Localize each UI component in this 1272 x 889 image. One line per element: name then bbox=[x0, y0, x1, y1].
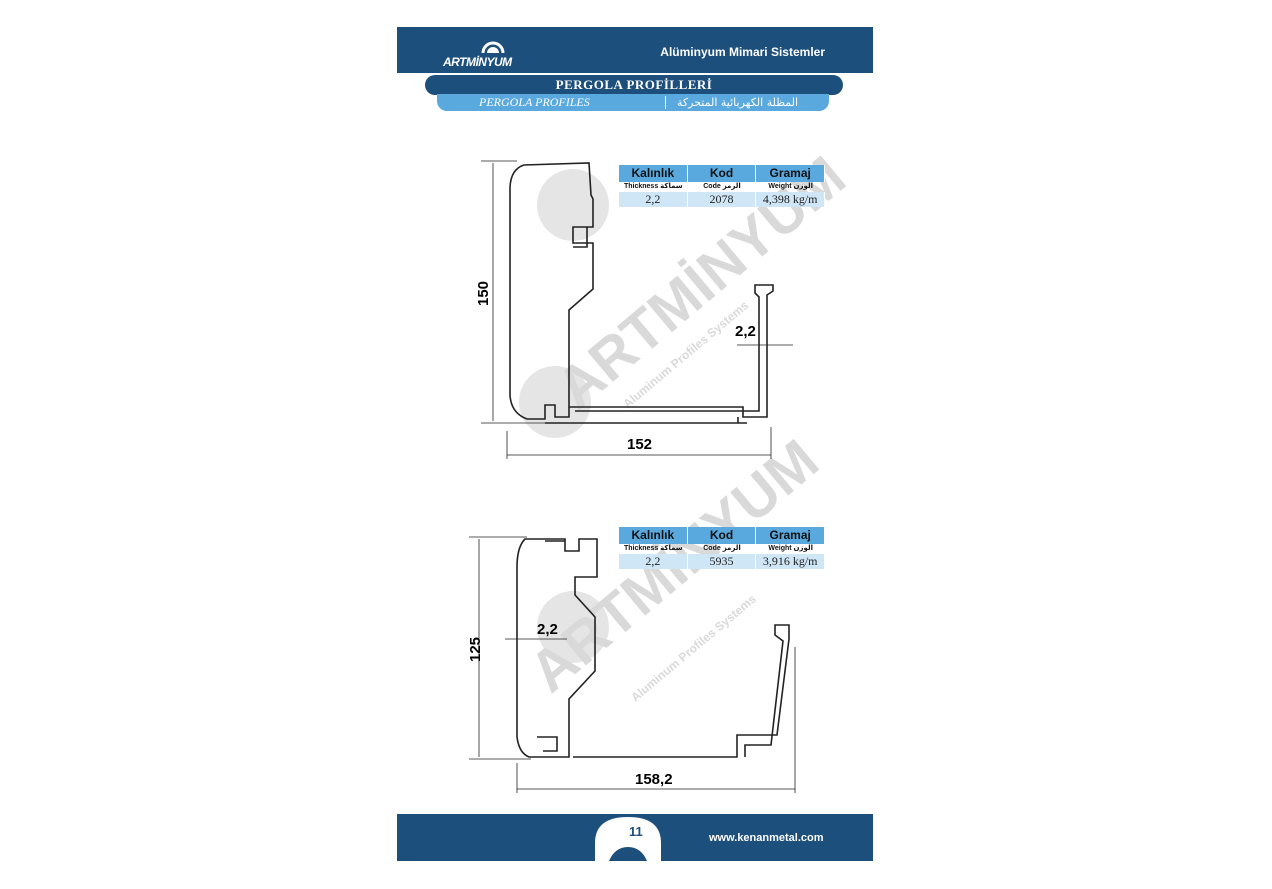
spec-table-1: Kalınlık Kod Gramaj Thickness سماكة Code… bbox=[619, 165, 826, 207]
code-value: 2078 bbox=[688, 192, 757, 207]
col-weight-sub: Weight الوزن bbox=[768, 183, 813, 190]
section-subtitle-bar: PERGOLA PROFILES المظلة الكهربائية المتح… bbox=[437, 94, 829, 111]
profile-drawings: ARTMİNYUM ARTMİNYUM Aluminum Profiles Sy… bbox=[469, 144, 858, 793]
profile-1-leg bbox=[569, 284, 774, 418]
page-number: 11 bbox=[629, 824, 643, 839]
subtitle-divider bbox=[665, 96, 666, 109]
section-title: PERGOLA PROFİLLERİ bbox=[425, 75, 843, 95]
col-thickness-sub: Thickness سماكة bbox=[623, 545, 683, 552]
spec-table-row: 2,2 2078 4,398 kg/m bbox=[619, 192, 826, 207]
profile-1-dimensions bbox=[481, 160, 793, 459]
spec-table-subheader: Thickness سماكة Code الرمز Weight الوزن bbox=[619, 544, 825, 554]
profile-2-dimensions bbox=[469, 536, 796, 793]
profile-2-drawing bbox=[516, 538, 790, 758]
profile-1-drawing bbox=[509, 162, 774, 424]
brand-name: ARTMİNYUM bbox=[443, 55, 512, 69]
weight-value: 4,398 kg/m bbox=[756, 192, 826, 207]
spec-table-header: Kalınlık Kod Gramaj bbox=[619, 165, 826, 182]
profile-2-height-label: 125 bbox=[467, 636, 485, 663]
col-code: Kod bbox=[688, 527, 757, 544]
col-weight: Gramaj bbox=[756, 165, 826, 182]
spec-table-subheader: Thickness سماكة Code الرمز Weight الوزن bbox=[619, 182, 825, 192]
watermark-circle-2 bbox=[519, 366, 591, 438]
spec-table-2: Kalınlık Kod Gramaj Thickness سماكة Code… bbox=[619, 527, 826, 569]
header-title: Alüminyum Mimari Sistemler bbox=[660, 45, 825, 59]
watermark: ARTMİNYUM ARTMİNYUM Aluminum Profiles Sy… bbox=[517, 144, 857, 705]
header-bar: ARTMİNYUM Alüminyum Mimari Sistemler bbox=[397, 27, 873, 73]
profile-2-wall-label: 2,2 bbox=[537, 621, 558, 638]
thickness-value: 2,2 bbox=[619, 554, 688, 569]
col-weight: Gramaj bbox=[756, 527, 826, 544]
profile-1-outer bbox=[509, 162, 594, 420]
spec-table-row: 2,2 5935 3,916 kg/m bbox=[619, 554, 826, 569]
profile-2-corner bbox=[537, 736, 558, 752]
website-link[interactable]: www.kenanmetal.com bbox=[709, 832, 824, 844]
profile-2-outer bbox=[516, 538, 598, 758]
logo-icon bbox=[481, 41, 505, 54]
col-thickness: Kalınlık bbox=[619, 165, 688, 182]
col-weight-sub: Weight الوزن bbox=[768, 545, 813, 552]
watermark-circle-3 bbox=[537, 591, 609, 663]
profile-1-notch bbox=[573, 227, 588, 248]
section-title-en: PERGOLA PROFILES bbox=[479, 95, 590, 109]
profile-1-height-label: 150 bbox=[475, 280, 493, 307]
weight-value: 3,916 kg/m bbox=[756, 554, 826, 569]
page-number-badge bbox=[595, 817, 661, 861]
section-title-ar: المظلة الكهربائية المتحركة bbox=[677, 96, 799, 109]
profile-2-leg bbox=[573, 624, 790, 758]
col-thickness-sub: Thickness سماكة bbox=[623, 183, 683, 190]
col-code-sub: Code الرمز bbox=[703, 545, 741, 552]
catalog-page: ARTMİNYUM Alüminyum Mimari Sistemler PER… bbox=[397, 27, 873, 861]
col-thickness: Kalınlık bbox=[619, 527, 688, 544]
col-code: Kod bbox=[688, 165, 757, 182]
profile-1-wall-label: 2,2 bbox=[735, 323, 756, 340]
profile-2-width-label: 158,2 bbox=[635, 771, 673, 788]
code-value: 5935 bbox=[688, 554, 757, 569]
col-code-sub: Code الرمز bbox=[703, 183, 741, 190]
spec-table-header: Kalınlık Kod Gramaj bbox=[619, 527, 826, 544]
thickness-value: 2,2 bbox=[619, 192, 688, 207]
profile-1-width-label: 152 bbox=[627, 436, 653, 453]
brand-logo: ARTMİNYUM bbox=[439, 37, 549, 69]
